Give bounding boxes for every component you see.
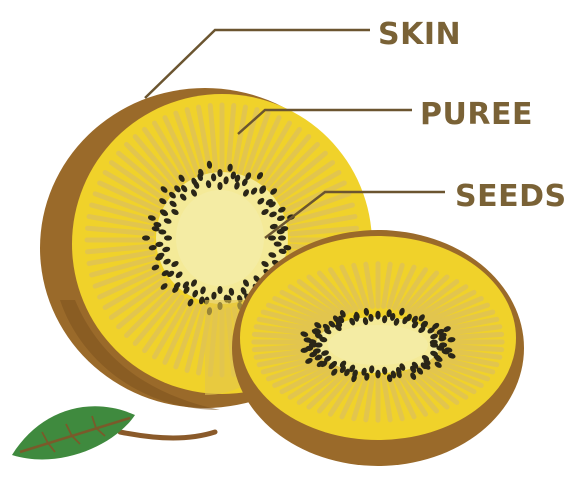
leaf-icon (12, 406, 215, 459)
seed (309, 342, 317, 347)
seed (439, 342, 447, 347)
seeds-label: SEEDS (455, 179, 567, 214)
puree-label: PUREE (420, 97, 533, 132)
skin-leader-line (145, 30, 370, 98)
seed (217, 286, 222, 294)
kiwi-small-half (232, 230, 524, 466)
seed (164, 235, 172, 240)
seed (375, 312, 380, 320)
seed (375, 370, 380, 378)
large-core (176, 190, 264, 286)
seed (217, 182, 222, 190)
seed (217, 169, 222, 177)
skin-label: SKIN (378, 17, 461, 52)
seed (278, 235, 286, 240)
seed (142, 235, 150, 240)
small-core (328, 325, 428, 365)
